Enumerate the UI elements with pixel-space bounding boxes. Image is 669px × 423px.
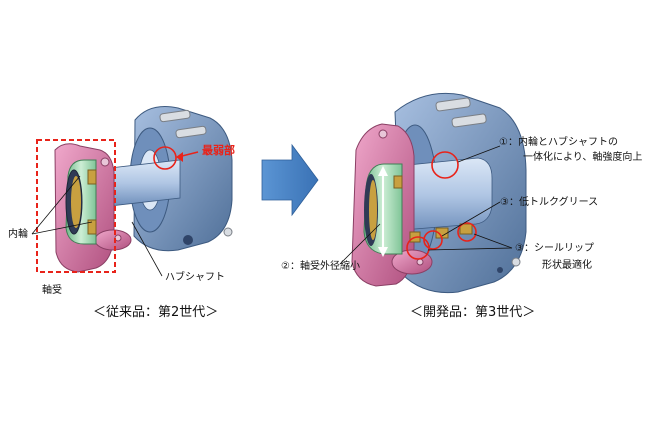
gen2-inner-ring-leader — [31, 175, 81, 235]
caption-gen2: ＜従来品：第2世代＞ — [93, 305, 219, 320]
note-seal-lip-line1: ③：シールリップ — [515, 243, 594, 254]
progress-arrow — [261, 143, 319, 217]
gen3-seal-circle-a — [406, 236, 430, 260]
gen2-bearing — [65, 159, 97, 245]
label-weakest-part: 最弱部 — [202, 144, 235, 157]
gen2-hub-shaft-leader — [131, 221, 163, 277]
note-bearing-diameter-reduction: ②：軸受外径縮小 — [281, 261, 360, 272]
note-seal-lip-line2: 形状最適化 — [542, 260, 592, 271]
note-low-torque-grease: ③：低トルクグリース — [500, 197, 599, 208]
label-hub-shaft: ハブシャフト — [165, 272, 225, 283]
gen3-grease-circle — [423, 230, 443, 250]
gen3-assembly — [339, 92, 527, 294]
gen2-hub — [109, 106, 233, 252]
caption-gen3: ＜開発品：第3世代＞ — [410, 305, 536, 320]
gen2-weakest-circle — [153, 146, 177, 170]
label-inner-ring: 内輪 — [8, 229, 28, 240]
gen2-assembly — [31, 106, 233, 277]
label-bearing: 軸受 — [42, 285, 62, 296]
note-shaft-integration-line1: ①：内輪とハブシャフトの — [499, 137, 618, 148]
gen2-bearing-highlight-box — [36, 139, 116, 273]
gen3-seal-circle-b — [457, 222, 477, 242]
gen3-shaft-strength-circle — [431, 151, 459, 179]
note-shaft-integration-line2: 一体化により、軸強度向上 — [523, 152, 643, 163]
